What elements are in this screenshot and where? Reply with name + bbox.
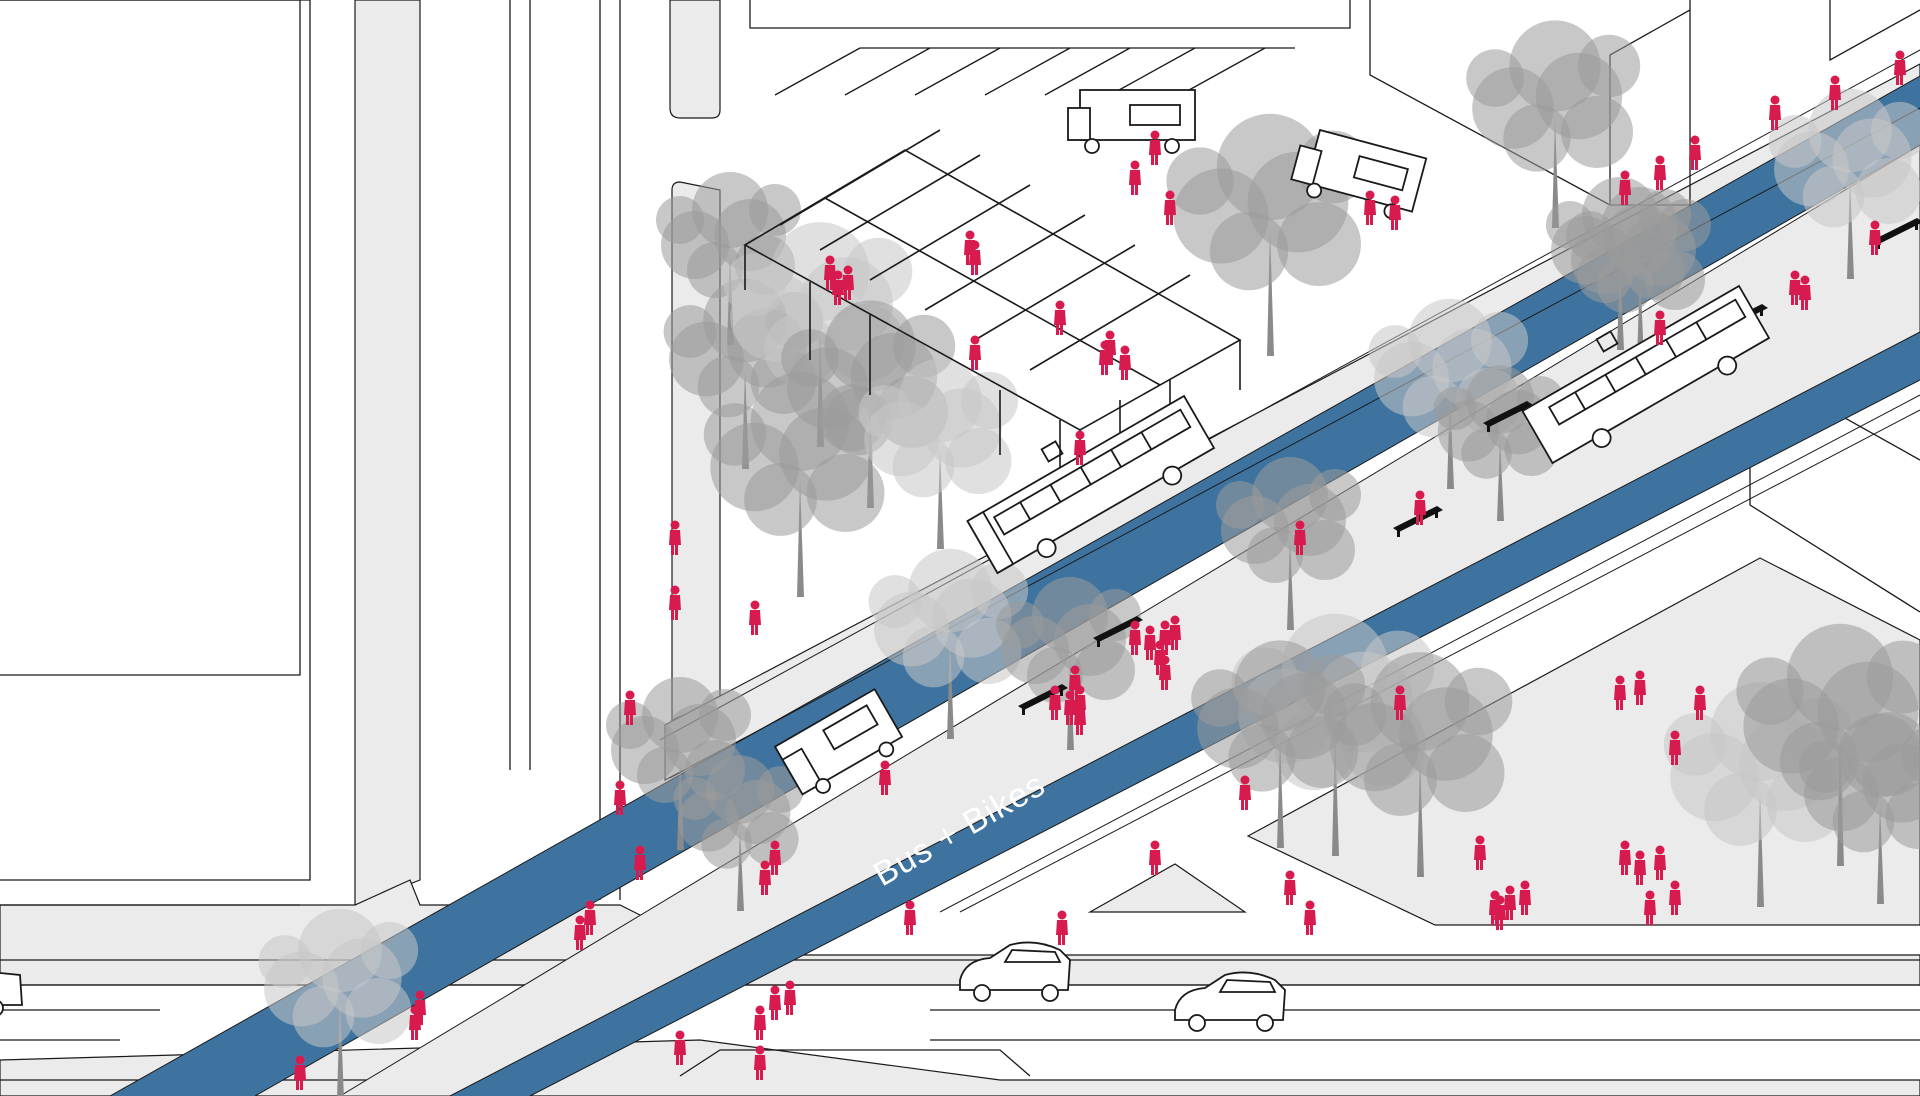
food-truck-icon bbox=[1067, 89, 1196, 154]
tree-icon bbox=[1323, 652, 1513, 877]
tree-icon bbox=[1768, 88, 1920, 279]
tree-icon bbox=[858, 358, 1019, 549]
tree-icon bbox=[673, 755, 804, 911]
trees bbox=[258, 20, 1920, 1096]
food-truck-icon bbox=[773, 687, 904, 796]
tree-icon bbox=[1566, 187, 1711, 360]
car-icon bbox=[959, 941, 1071, 1002]
tree-icon bbox=[1216, 457, 1361, 630]
bus-icon bbox=[966, 394, 1216, 575]
tree-icon bbox=[1166, 113, 1370, 356]
tree-icon bbox=[258, 908, 419, 1096]
bus-icon bbox=[1521, 284, 1771, 465]
car-icon bbox=[0, 972, 23, 1016]
tree-icon bbox=[1191, 640, 1366, 848]
tree-icon bbox=[1466, 20, 1641, 228]
car-icon bbox=[1174, 971, 1286, 1032]
tree-icon bbox=[996, 577, 1141, 750]
food-truck-icon bbox=[1290, 128, 1428, 220]
tree-icon bbox=[1798, 713, 1920, 904]
